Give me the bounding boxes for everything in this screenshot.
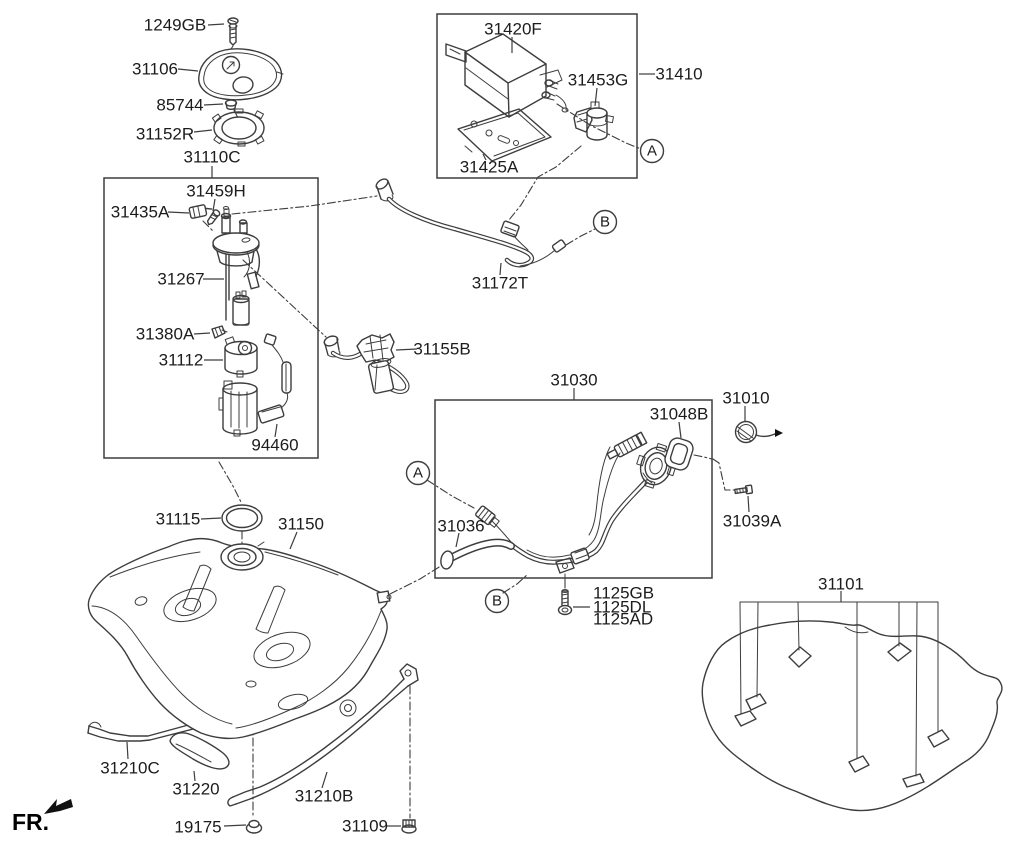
nut-31109-drawing	[401, 819, 417, 834]
screw-1249gb-drawing	[227, 17, 239, 46]
label-31101: 31101	[818, 575, 864, 594]
label-31030: 31030	[550, 371, 597, 390]
pad-kit-31101-drawing	[701, 601, 1003, 812]
sender-plate-drawing	[212, 206, 261, 321]
label-31420f: 31420F	[484, 20, 542, 39]
callout-b-label: B	[600, 214, 610, 231]
bracket-31425a-drawing	[457, 108, 552, 162]
grommet-31380a-drawing	[211, 325, 228, 339]
reservoir-body-drawing	[218, 380, 258, 437]
callout-b-tube: B	[592, 209, 618, 235]
label-1249gb: 1249GB	[144, 16, 206, 35]
valve-31453g-drawing	[573, 101, 614, 141]
ring-31115-drawing	[221, 504, 263, 532]
plate-31106-drawing	[198, 48, 284, 101]
pump-module-box	[103, 177, 319, 459]
fuel-pump-31111-drawing	[232, 290, 250, 326]
screw-31459h-drawing	[206, 209, 221, 226]
tube-31172t-drawing	[375, 178, 567, 268]
label-31453g: 31453G	[568, 71, 629, 90]
lockring-31152r-drawing	[211, 108, 265, 147]
bolt-1125-drawing	[557, 589, 573, 616]
label-31110c: 31110C	[183, 148, 240, 167]
pad-31220-drawing	[169, 732, 230, 770]
fuel-tank-drawing	[87, 537, 392, 740]
label-94460: 94460	[251, 436, 298, 455]
label-31152r: 31152R	[136, 125, 194, 144]
hose-31155b-drawing	[323, 333, 410, 394]
strap-31210c-drawing	[87, 705, 261, 742]
label-31267: 31267	[157, 270, 204, 289]
callout-a-canister: A	[639, 138, 665, 164]
label-31380a: 31380A	[136, 325, 195, 344]
label-31220: 31220	[172, 780, 219, 799]
label-31010: 31010	[722, 389, 769, 408]
label-31036: 31036	[437, 517, 484, 536]
valve-31435a-drawing	[188, 204, 213, 219]
label-85744: 85744	[156, 96, 203, 115]
label-31112: 31112	[159, 351, 204, 370]
callout-a-label: A	[647, 143, 657, 160]
label-31210c: 31210C	[100, 759, 160, 778]
canister-31420f-drawing	[445, 33, 569, 118]
callout-b-filler: B	[484, 588, 510, 614]
label-31172t: 31172T	[472, 274, 528, 293]
nut-19175-drawing	[245, 819, 263, 834]
label-31459h: 31459H	[186, 182, 246, 201]
label-31150: 31150	[278, 515, 324, 534]
label-1125gb: 1125GB	[593, 584, 654, 603]
label-31425a: 31425A	[460, 158, 519, 177]
grommet-85744-drawing	[224, 99, 238, 111]
fr-label: FR.	[12, 809, 49, 835]
fr-arrow-icon	[44, 799, 73, 814]
label-1125dl: 1125DL	[593, 598, 651, 617]
label-31410: 31410	[655, 65, 702, 84]
screw-31039a-drawing	[734, 484, 754, 495]
label-31435a: 31435A	[111, 203, 170, 222]
callout-b-label: B	[492, 593, 502, 610]
canister-box	[436, 13, 638, 179]
label-1125ad: 1125AD	[593, 610, 653, 629]
filter-31112-drawing	[224, 336, 258, 378]
label-31039a: 31039A	[723, 512, 782, 531]
vent-valve-drawing	[606, 431, 648, 460]
label-31109: 31109	[342, 817, 388, 836]
leader-lines	[126, 23, 842, 827]
gasket-31048b-drawing	[664, 437, 694, 471]
label-31210b: 31210B	[295, 787, 354, 806]
part-labels: 1249GB 31106 85744 31152R 31110C 31459H …	[100, 16, 864, 837]
callout-a-label: A	[413, 465, 423, 482]
filler-neck-head-drawing	[636, 443, 677, 489]
label-19175: 19175	[174, 818, 221, 837]
fuel-cap-31010-drawing	[734, 420, 783, 444]
callout-a-filler: A	[405, 460, 431, 486]
filler-box	[434, 399, 713, 581]
hose-31036-drawing	[440, 538, 515, 570]
label-31048b: 31048B	[650, 405, 709, 424]
fr-direction-arrow: FR.	[12, 799, 73, 835]
label-31106: 31106	[132, 60, 178, 79]
label-31115: 31115	[156, 510, 201, 529]
strap-31210b-drawing	[227, 663, 419, 807]
label-31155b: 31155B	[413, 340, 470, 359]
sensor-94460-drawing	[257, 333, 292, 424]
